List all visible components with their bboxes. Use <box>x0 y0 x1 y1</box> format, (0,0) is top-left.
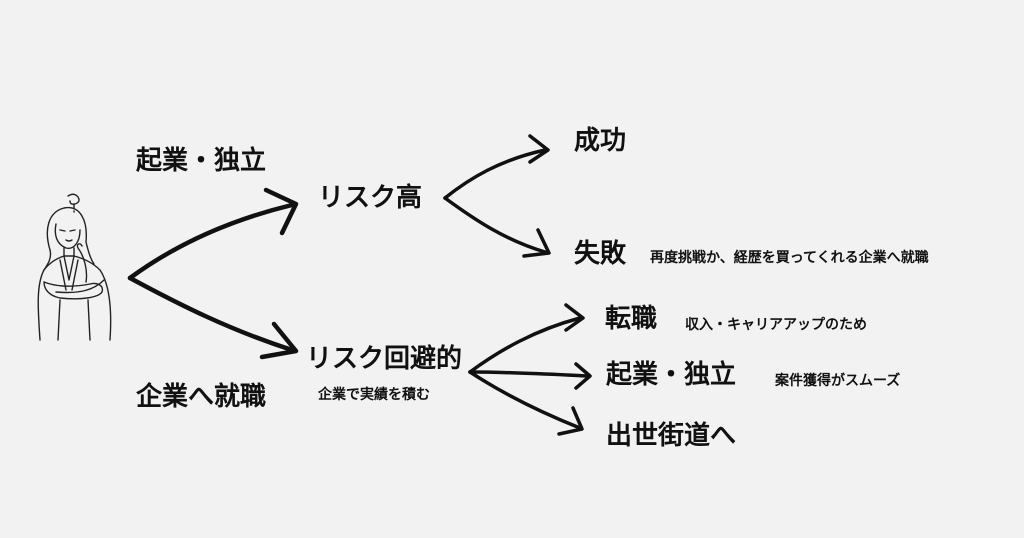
label-failure: 失敗 <box>574 239 627 269</box>
arrow-to-independence <box>468 370 590 378</box>
arrowhead-promotion <box>557 406 584 436</box>
arrowhead-failure <box>522 228 551 258</box>
label-risk-avoid: リスク回避的 <box>306 344 463 374</box>
arrow-to-risk-high <box>127 202 295 281</box>
label-promotion: 出世街道へ <box>606 421 737 451</box>
arrowhead-risk-high <box>263 187 299 236</box>
arrow-to-failure <box>443 196 547 254</box>
label-success: 成功 <box>574 126 627 156</box>
label-independence-note: 案件獲得がスムーズ <box>775 373 901 389</box>
arrow-to-promotion <box>468 370 582 430</box>
label-startup-top: 起業・独立 <box>136 146 267 176</box>
label-risk-avoid-sub: 企業で実績を積む <box>318 387 430 403</box>
label-job-change-note: 収入・キャリアアップのため <box>685 317 867 333</box>
label-independence: 起業・独立 <box>606 360 737 390</box>
thinking-woman-icon <box>37 193 112 341</box>
label-failure-note: 再度挑戦か、経歴を買ってくれる企業へ就職 <box>650 250 929 266</box>
arrowhead-risk-avoid <box>259 321 299 360</box>
label-company-employment: 企業へ就職 <box>136 382 267 412</box>
arrowhead-independence <box>574 362 592 390</box>
arrow-to-success <box>443 148 547 200</box>
label-job-change: 転職 <box>605 304 658 334</box>
arrow-to-risk-avoid <box>127 275 295 353</box>
label-risk-high: リスク高 <box>318 183 423 213</box>
arrowhead-job-change <box>564 303 585 332</box>
arrowhead-success <box>528 134 550 164</box>
arrow-to-job-change <box>468 316 582 374</box>
